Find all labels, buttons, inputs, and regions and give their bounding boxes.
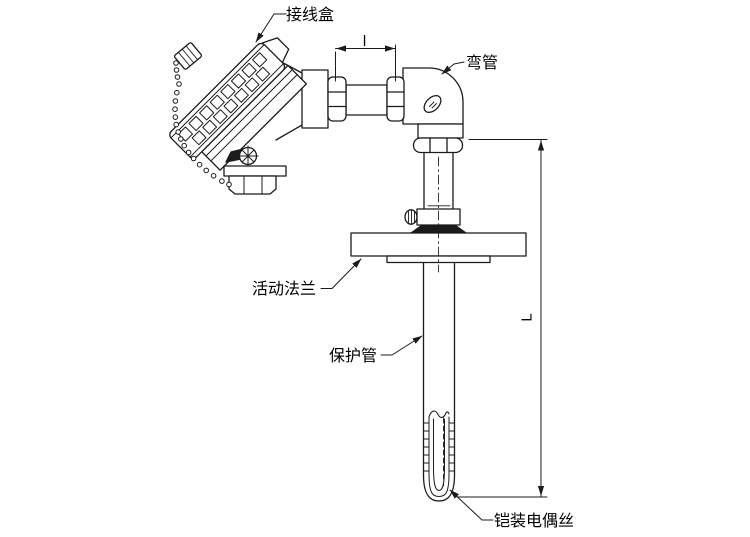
collar-clamp <box>404 208 467 234</box>
leader-junction-box <box>255 13 287 43</box>
head-cover <box>169 37 290 159</box>
cable-entry-nut <box>228 175 277 195</box>
label-elbow: 弯管 <box>466 54 498 72</box>
leader-flange <box>320 258 362 289</box>
leader-elbow <box>441 61 465 75</box>
cap-chain <box>172 60 232 188</box>
elbow-fitting <box>402 67 464 154</box>
chained-cap <box>173 42 203 70</box>
label-junction-box: 接线盒 <box>286 6 334 24</box>
elbow-lower-nut <box>412 137 464 154</box>
nipple-nut-left <box>327 76 347 122</box>
cover-lock-screw <box>225 145 259 167</box>
label-movable-flange: 活动法兰 <box>252 280 316 298</box>
nipple-nut-right <box>386 76 405 122</box>
collar-thumbscrew <box>404 209 418 225</box>
dimension-l <box>335 44 396 82</box>
protection-tube <box>422 261 456 502</box>
nipple-assembly <box>327 76 405 122</box>
centerline <box>427 156 451 273</box>
dim-letter-l: l <box>363 33 366 50</box>
dim-letter-L: L <box>519 313 536 321</box>
leader-protection-tube <box>380 335 423 356</box>
break-line <box>428 410 450 418</box>
label-protection-tube: 保护管 <box>329 347 377 365</box>
dimension-L <box>456 139 548 498</box>
junction-box-head <box>169 37 308 195</box>
label-armored-wire: 铠装电偶丝 <box>494 512 574 530</box>
leader-armored-wire <box>449 489 494 521</box>
upper-tube <box>423 151 454 210</box>
armored-wire <box>428 410 450 491</box>
